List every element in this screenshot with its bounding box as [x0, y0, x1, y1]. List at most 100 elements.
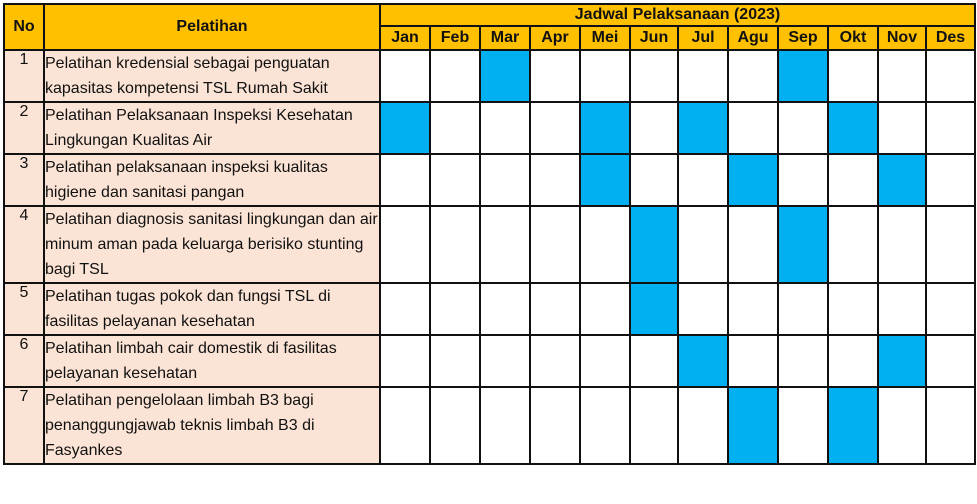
training-name: Pelatihan pelaksanaan inspeksi kualitas …: [43, 153, 381, 207]
schedule-cell: [479, 334, 531, 388]
month-header-nov: Nov: [877, 25, 927, 51]
schedule-cell: [379, 153, 431, 207]
schedule-cell: [777, 386, 829, 465]
schedule-cell: [925, 49, 976, 103]
month-header-agu: Agu: [727, 25, 779, 51]
schedule-cell-active: [379, 101, 431, 155]
schedule-cell: [579, 205, 631, 284]
schedule-cell: [777, 334, 829, 388]
month-header-okt: Okt: [827, 25, 879, 51]
schedule-cell-active: [677, 334, 729, 388]
schedule-cell: [677, 205, 729, 284]
schedule-cell: [429, 101, 481, 155]
schedule-cell-active: [629, 205, 679, 284]
schedule-cell: [727, 282, 779, 336]
training-name: Pelatihan tugas pokok dan fungsi TSL di …: [43, 282, 381, 336]
schedule-cell: [529, 386, 581, 465]
schedule-cell: [827, 334, 879, 388]
schedule-cell: [579, 282, 631, 336]
schedule-cell: [677, 282, 729, 336]
schedule-cell-active: [877, 334, 927, 388]
schedule-cell-active: [727, 386, 779, 465]
schedule-cell: [429, 153, 481, 207]
row-number: 6: [3, 334, 45, 388]
month-header-feb: Feb: [429, 25, 481, 51]
training-name: Pelatihan diagnosis sanitasi lingkungan …: [43, 205, 381, 284]
schedule-cell: [629, 386, 679, 465]
row-number: 4: [3, 205, 45, 284]
header-no: No: [3, 3, 45, 51]
schedule-cell: [777, 153, 829, 207]
schedule-cell: [727, 49, 779, 103]
schedule-cell-active: [777, 205, 829, 284]
schedule-cell: [429, 282, 481, 336]
schedule-cell: [877, 386, 927, 465]
training-name: Pelatihan Pelaksanaan Inspeksi Kesehatan…: [43, 101, 381, 155]
schedule-cell: [429, 49, 481, 103]
schedule-cell-active: [479, 49, 531, 103]
schedule-cell: [677, 49, 729, 103]
schedule-cell: [877, 49, 927, 103]
month-header-mei: Mei: [579, 25, 631, 51]
schedule-cell: [429, 205, 481, 284]
schedule-cell: [529, 49, 581, 103]
schedule-cell: [777, 282, 829, 336]
schedule-cell: [877, 205, 927, 284]
row-number: 3: [3, 153, 45, 207]
schedule-cell: [479, 205, 531, 284]
month-header-apr: Apr: [529, 25, 581, 51]
schedule-cell-active: [579, 101, 631, 155]
schedule-cell: [827, 205, 879, 284]
schedule-cell: [827, 282, 879, 336]
schedule-cell-active: [877, 153, 927, 207]
schedule-cell: [925, 334, 976, 388]
schedule-cell-active: [777, 49, 829, 103]
month-header-jun: Jun: [629, 25, 679, 51]
schedule-cell-active: [579, 153, 631, 207]
row-number: 1: [3, 49, 45, 103]
header-schedule: Jadwal Pelaksanaan (2023): [379, 3, 976, 27]
schedule-cell: [579, 386, 631, 465]
schedule-cell: [379, 205, 431, 284]
schedule-cell: [925, 386, 976, 465]
schedule-cell-active: [677, 101, 729, 155]
schedule-cell: [677, 386, 729, 465]
schedule-cell: [379, 282, 431, 336]
training-schedule-table: No Pelatihan Jadwal Pelaksanaan (2023) J…: [3, 3, 976, 465]
schedule-cell: [529, 282, 581, 336]
month-header-sep: Sep: [777, 25, 829, 51]
header-training: Pelatihan: [43, 3, 381, 51]
schedule-cell: [877, 101, 927, 155]
schedule-cell: [925, 101, 976, 155]
schedule-cell: [727, 205, 779, 284]
schedule-cell: [827, 49, 879, 103]
schedule-cell: [579, 49, 631, 103]
month-header-des: Des: [925, 25, 976, 51]
row-number: 7: [3, 386, 45, 465]
schedule-cell: [629, 49, 679, 103]
schedule-cell: [529, 153, 581, 207]
schedule-cell: [877, 282, 927, 336]
row-number: 2: [3, 101, 45, 155]
schedule-cell: [479, 282, 531, 336]
month-header-jan: Jan: [379, 25, 431, 51]
schedule-cell-active: [629, 282, 679, 336]
schedule-cell: [379, 386, 431, 465]
schedule-cell: [529, 334, 581, 388]
schedule-cell: [379, 334, 431, 388]
schedule-cell-active: [827, 386, 879, 465]
schedule-cell-active: [727, 153, 779, 207]
schedule-cell: [677, 153, 729, 207]
month-header-mar: Mar: [479, 25, 531, 51]
schedule-cell: [579, 334, 631, 388]
schedule-cell: [479, 101, 531, 155]
schedule-cell: [727, 334, 779, 388]
schedule-cell: [727, 101, 779, 155]
schedule-cell: [429, 386, 481, 465]
